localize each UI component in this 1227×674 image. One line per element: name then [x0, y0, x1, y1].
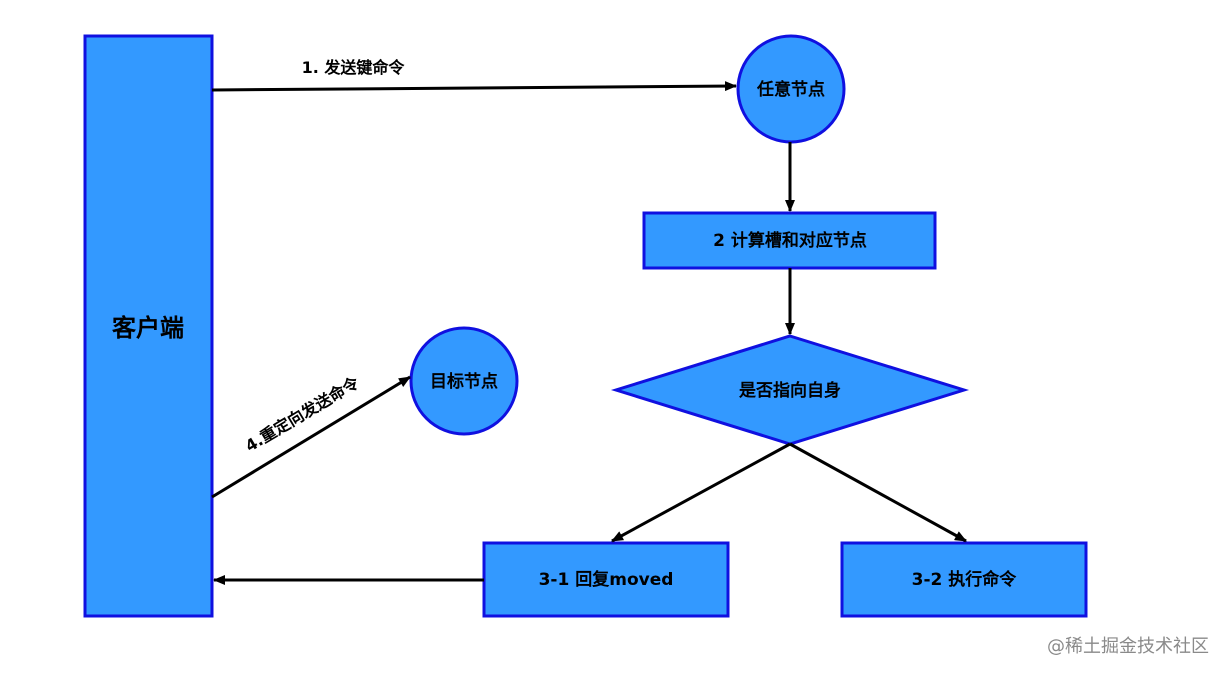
- client-box: [83, 34, 214, 618]
- client-label: 客户端: [112, 314, 184, 342]
- edge-decision-to-execute: [789, 442, 967, 543]
- compute-slot-box: [642, 211, 937, 270]
- edge-client-to-target-node: [211, 375, 411, 499]
- target-node-circle: [409, 326, 519, 436]
- watermark: @稀土掘金技术社区: [1047, 636, 1209, 657]
- any-node-label: 任意节点: [756, 79, 825, 100]
- edge-decision-to-reply-moved: [611, 442, 791, 543]
- edge-client-to-any-node: [211, 81, 737, 92]
- decision-label: 是否指向自身: [739, 380, 841, 401]
- target-node-label: 目标节点: [430, 371, 498, 392]
- reply-moved-label: 3-1 回复moved: [539, 569, 674, 590]
- compute-slot-label: 2 计算槽和对应节点: [713, 230, 867, 251]
- execute-box: [840, 541, 1088, 618]
- edge-label-send-key: 1. 发送键命令: [302, 58, 406, 77]
- execute-label: 3-2 执行命令: [912, 569, 1018, 590]
